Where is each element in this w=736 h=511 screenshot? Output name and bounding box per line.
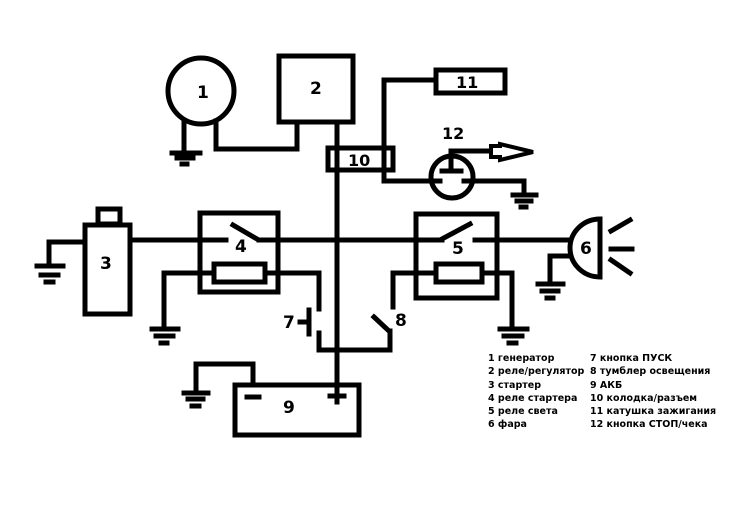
- relay4-box: [197, 210, 281, 295]
- start-button-7: 7: [283, 307, 393, 353]
- wire-toggle-relay5: [390, 270, 437, 310]
- label-11: 11: [456, 73, 478, 92]
- label-5: 5: [452, 239, 464, 259]
- relay5-ground-wire: [479, 270, 515, 330]
- light-ray-icon: [607, 256, 634, 277]
- legend-item: 6 фара: [488, 419, 527, 431]
- wire-switches-bus: [316, 328, 393, 353]
- stop-button-12: 12: [428, 124, 539, 210]
- label-9: 9: [283, 398, 295, 418]
- light-toggle-8: 8: [370, 270, 437, 335]
- light-relay-5: 5: [413, 211, 530, 346]
- relay5-box: [413, 211, 500, 301]
- legend-left: 1 генератор 2 реле/регулятор 3 стартер 4…: [488, 352, 584, 432]
- arrow-icon: [489, 141, 534, 163]
- legend-item: 3 стартер: [488, 379, 542, 391]
- generator-symbol: [165, 55, 237, 127]
- regulator-box: [276, 53, 356, 125]
- legend-right: 7 кнопка ПУСК 8 тумблер освещения 9 АКБ …: [590, 352, 716, 432]
- headlamp-6: 6: [535, 216, 635, 301]
- label-2: 2: [310, 79, 322, 99]
- legend-item: 7 кнопка ПУСК: [590, 353, 673, 364]
- starter-3: 3: [34, 206, 133, 317]
- label-12: 12: [442, 124, 464, 143]
- regulator-2: 2: [276, 53, 356, 125]
- wire-connector-coil-stop: [381, 77, 439, 184]
- legend-item: 10 колодка/разъем: [590, 392, 698, 404]
- light-ray-icon: [607, 216, 634, 235]
- legend-item: 1 генератор: [488, 353, 555, 364]
- starter-relay-4: 4: [149, 210, 322, 346]
- relay4-switch-contact: [229, 221, 261, 243]
- battery-9: 9: [181, 361, 362, 438]
- starter-ground-wire: [46, 239, 88, 268]
- legend-item: 12 кнопка СТОП/чека: [590, 419, 708, 431]
- ignition-coil-11: 11: [433, 67, 508, 96]
- wire-generator-regulator: [213, 118, 300, 152]
- legend-item: 11 катушка зажигания: [590, 406, 717, 418]
- stop-ground-wire: [467, 178, 527, 198]
- starter-body: [82, 222, 133, 317]
- legend-item: 9 АКБ: [590, 379, 623, 391]
- connector-box: [325, 145, 396, 173]
- label-8: 8: [395, 311, 407, 331]
- legend-item: 2 реле/регулятор: [488, 366, 585, 378]
- battery-ground-wire: [193, 361, 256, 395]
- toggle-lever: [370, 313, 393, 335]
- label-7: 7: [283, 313, 295, 333]
- label-3: 3: [100, 254, 112, 274]
- label-4: 4: [235, 237, 247, 257]
- ground-icon: [510, 192, 539, 210]
- coil-box: [433, 67, 508, 96]
- relay5-switch-contact: [438, 220, 474, 243]
- label-10: 10: [348, 151, 370, 170]
- lamp-ground-wire: [547, 253, 573, 286]
- relay4-coil: [211, 261, 268, 285]
- relay5-coil: [433, 261, 485, 285]
- legend-item: 8 тумблер освещения: [590, 366, 711, 378]
- ground-icon: [181, 390, 211, 409]
- starter-cap: [95, 206, 123, 227]
- battery-box: [232, 382, 362, 438]
- label-6: 6: [580, 239, 592, 259]
- ground-icon: [169, 150, 203, 167]
- ground-icon: [34, 263, 66, 285]
- relay4-ground-wire: [161, 270, 217, 330]
- legend-item: 5 реле света: [488, 406, 558, 418]
- lamp-symbol: [567, 216, 603, 280]
- ground-icon: [535, 281, 566, 301]
- ground-icon: [497, 326, 530, 346]
- wire-relay4-startbutton: [262, 270, 322, 312]
- legend-item: 4 реле стартера: [488, 392, 578, 404]
- generator-1: 1: [165, 55, 300, 167]
- ground-icon: [149, 326, 181, 346]
- label-1: 1: [197, 83, 209, 103]
